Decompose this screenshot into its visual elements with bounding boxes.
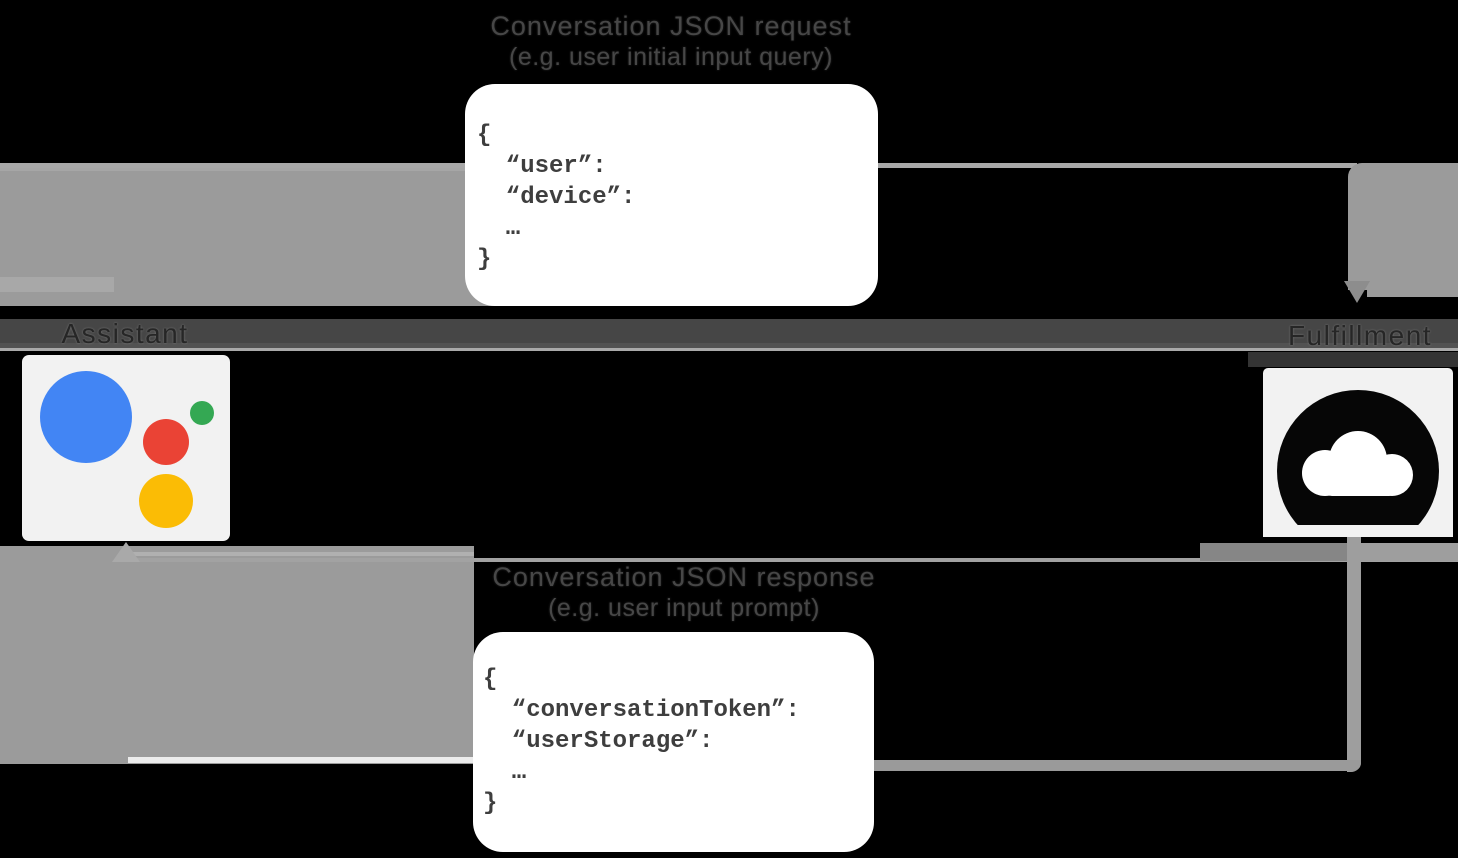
divider-band-highlight bbox=[0, 348, 1458, 351]
google-assistant-logo bbox=[40, 371, 214, 528]
cloud-icon bbox=[1263, 390, 1453, 537]
fulfillment-label: Fulfillment bbox=[1287, 320, 1433, 351]
response-caption-line2: (e.g. user input prompt) bbox=[548, 594, 820, 622]
request-arrow-detail-stripe bbox=[0, 277, 114, 292]
divider-band bbox=[0, 319, 1458, 343]
request-code: { “user”: “device”: … } bbox=[477, 122, 636, 273]
request-arrow-end-step bbox=[1367, 290, 1458, 297]
assistant-card bbox=[22, 355, 230, 541]
response-arrow-return-line bbox=[874, 760, 1361, 771]
assistant-logo-green-circle bbox=[190, 401, 214, 425]
assistant-label: Assistant bbox=[61, 318, 189, 349]
cloud-icon-cloud-shape bbox=[1302, 431, 1413, 496]
divider-band-lower bbox=[0, 343, 1458, 348]
request-arrow-end-block bbox=[1348, 163, 1458, 290]
response-arrow-detail-stripe bbox=[128, 552, 474, 556]
response-code: { “conversationToken”: “userStorage”: … … bbox=[483, 666, 800, 817]
response-arrow-right-band bbox=[1200, 543, 1356, 561]
divider-band-right-extension bbox=[1248, 352, 1458, 367]
request-caption-line2: (e.g. user initial input query) bbox=[509, 43, 833, 71]
request-caption: Conversation JSON request (e.g. user ini… bbox=[321, 11, 1021, 71]
response-arrow-bottom-edge bbox=[128, 757, 474, 763]
response-arrow-vertical-line bbox=[1347, 537, 1361, 772]
request-caption-line1: Conversation JSON request bbox=[490, 11, 852, 41]
arrowhead-up-icon bbox=[112, 542, 140, 562]
response-arrow-line bbox=[128, 558, 1458, 562]
response-arrow-right-band-light bbox=[1356, 543, 1458, 561]
response-arrow-shaft bbox=[0, 546, 474, 764]
response-code-box: { “conversationToken”: “userStorage”: … … bbox=[473, 632, 874, 852]
request-code-box: { “user”: “device”: … } bbox=[465, 84, 878, 306]
assistant-logo-red-circle bbox=[143, 419, 189, 465]
assistant-logo-yellow-circle bbox=[139, 474, 193, 528]
assistant-logo-blue-circle bbox=[40, 371, 132, 463]
response-caption-line1: Conversation JSON response bbox=[492, 562, 876, 592]
fulfillment-card bbox=[1263, 368, 1453, 537]
arrowhead-down-icon bbox=[1344, 281, 1370, 303]
response-caption: Conversation JSON response (e.g. user in… bbox=[334, 562, 1034, 622]
